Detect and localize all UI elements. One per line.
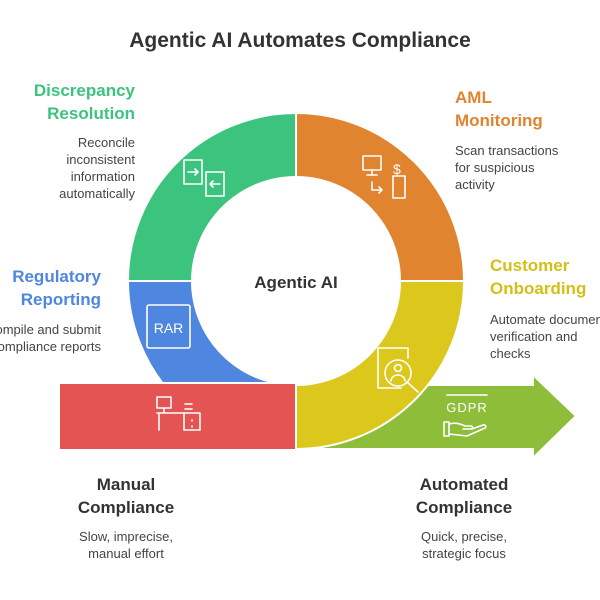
center-label: Agentic AI (254, 273, 337, 292)
swap-documents-icon (183, 159, 225, 197)
transaction-monitor-icon: $ (362, 155, 406, 199)
segment-customer-onboarding (295, 280, 466, 451)
desk-computer-icon (156, 396, 201, 431)
segment-discrepancy-resolution (126, 111, 297, 282)
svg-text:RAR: RAR (154, 320, 184, 336)
svg-text:Quick, precise,strategic focus: Quick, precise,strategic focus (421, 529, 507, 561)
svg-text:Slow, imprecise,manual effort: Slow, imprecise,manual effort (79, 529, 173, 561)
gdpr-hand-icon: GDPR (443, 394, 488, 437)
svg-text:$: $ (393, 161, 401, 177)
diagram-title: Agentic AI Automates Compliance (129, 29, 471, 52)
segment-aml-monitoring (295, 111, 466, 282)
svg-text:GDPR: GDPR (446, 400, 488, 415)
rar-file-icon: RAR (146, 304, 191, 349)
identity-search-icon (377, 347, 419, 393)
manual-compliance-bar (58, 382, 297, 451)
